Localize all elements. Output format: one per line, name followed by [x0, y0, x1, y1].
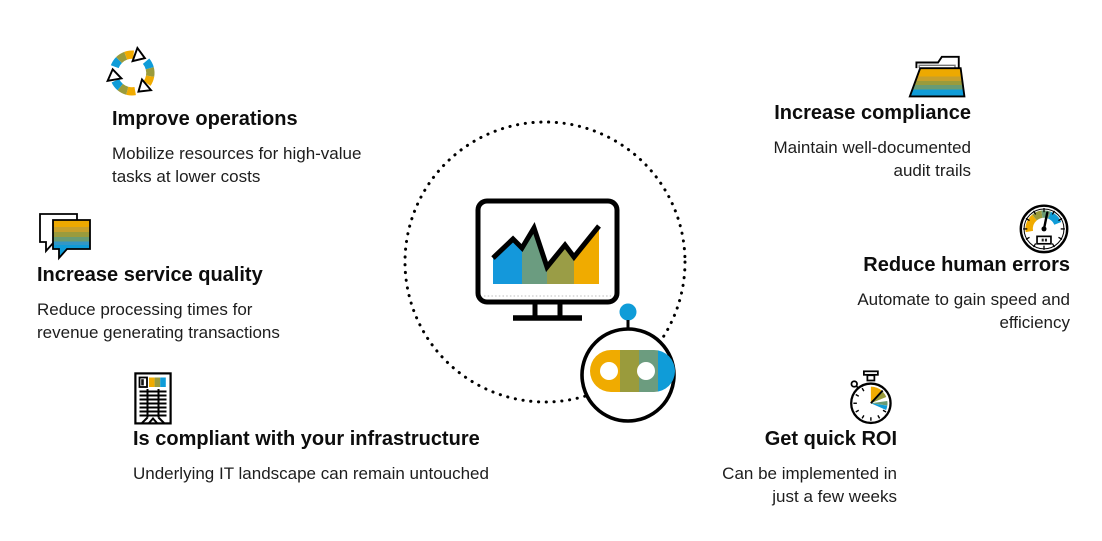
- benefit-text-line: Underlying IT landscape can remain untou…: [133, 464, 489, 483]
- benefit-text-line: revenue generating transactions: [37, 323, 280, 342]
- robot-eye-left: [600, 362, 618, 380]
- benefit-text-line: Reduce processing times for: [37, 300, 253, 319]
- benefit-title: Reduce human errors: [863, 254, 1070, 276]
- benefit-text-line: Maintain well-documented: [773, 138, 972, 157]
- benefit-title: Increase service quality: [37, 264, 263, 286]
- antenna-ball: [619, 303, 637, 321]
- benefit-reduce-human-errors: Reduce human errors Automate to gain spe…: [857, 253, 1070, 334]
- benefit-text-line: tasks at lower costs: [112, 167, 261, 186]
- benefit-title: Get quick ROI: [764, 428, 897, 450]
- center-illustration: [395, 100, 745, 450]
- robot-head-icon: [580, 303, 676, 423]
- dotted-circle: [403, 120, 687, 404]
- monitor-icon: [475, 198, 620, 321]
- benefit-text-line: audit trails: [893, 161, 971, 180]
- open-folder-icon: [907, 54, 971, 103]
- benefit-title: Increase compliance: [774, 102, 971, 124]
- benefit-description: Mobilize resources for high-value tasks a…: [112, 142, 361, 188]
- monitor-stand: [513, 302, 582, 321]
- benefit-description: Can be implemented in just a few weeks: [722, 462, 897, 508]
- ledger-document-icon: [134, 372, 172, 428]
- benefit-description: Maintain well-documented audit trails: [774, 136, 972, 182]
- benefit-description: Reduce processing times for revenue gener…: [37, 298, 280, 344]
- robot-eye-right: [637, 362, 655, 380]
- benefit-title: Is compliant with your infrastructure: [133, 428, 480, 450]
- benefit-increase-service-quality: Increase service quality Reduce processi…: [37, 263, 280, 344]
- benefit-compliant-infrastructure: Is compliant with your infrastructure Un…: [133, 427, 489, 485]
- area-line-chart: [491, 222, 601, 284]
- benefit-increase-compliance: Increase compliance Maintain well-docume…: [774, 101, 972, 182]
- benefit-text-line: just a few weeks: [772, 487, 897, 506]
- monitor-chart-robot-illustration: [403, 120, 687, 423]
- benefit-title: Improve operations: [112, 108, 298, 130]
- benefit-text-line: Mobilize resources for high-value: [112, 144, 362, 163]
- recycle-arrows-icon: [104, 45, 160, 101]
- stopwatch-icon: [842, 369, 898, 427]
- benefit-get-quick-roi: Get quick ROI Can be implemented in just …: [722, 427, 897, 508]
- benefit-text-line: Can be implemented in: [722, 464, 897, 483]
- gauge-icon: [1018, 202, 1070, 254]
- benefit-description: Underlying IT landscape can remain untou…: [133, 462, 489, 485]
- benefit-improve-operations: Improve operations Mobilize resources fo…: [112, 107, 361, 188]
- speech-bubbles-icon: [37, 211, 93, 263]
- benefit-text-line: efficiency: [999, 313, 1070, 332]
- benefit-description: Automate to gain speed and efficiency: [857, 288, 1070, 334]
- benefit-text-line: Automate to gain speed and: [857, 290, 1070, 309]
